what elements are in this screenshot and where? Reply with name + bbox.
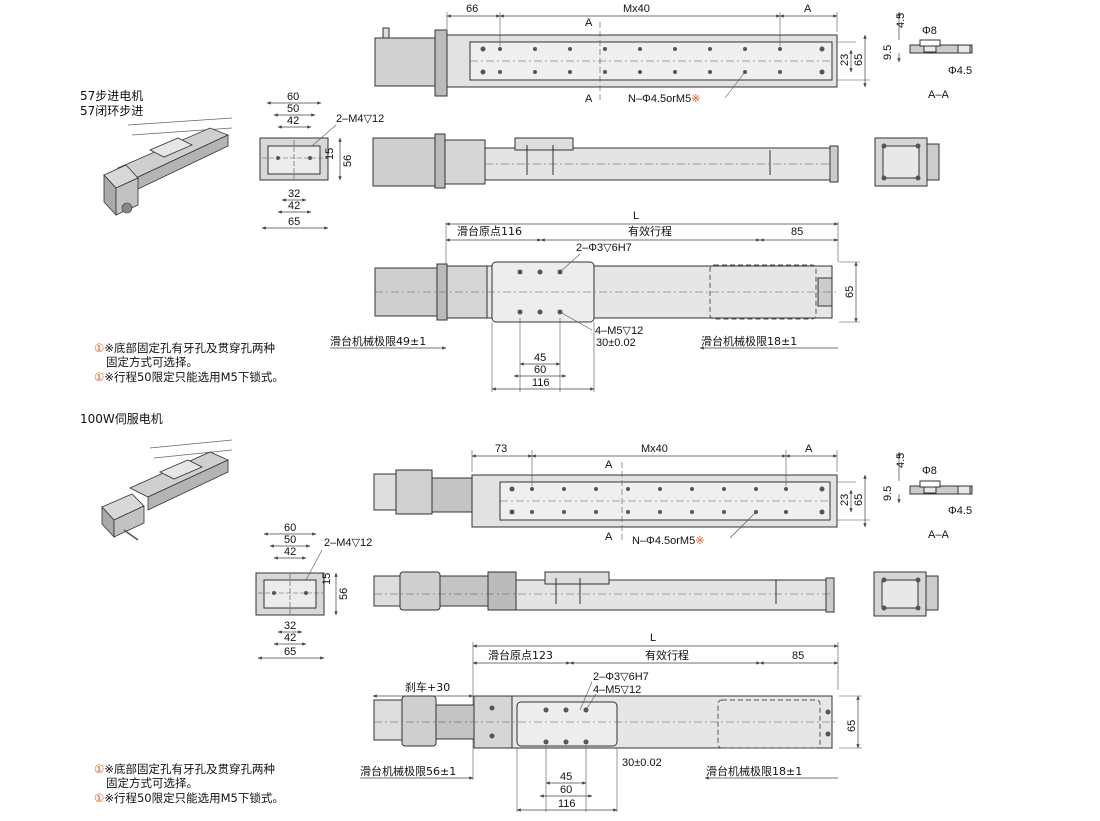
- dim-end-15-2: 15: [321, 573, 333, 585]
- dim-a-2: A: [805, 443, 813, 455]
- dim-end-42-2: 42: [284, 546, 296, 558]
- limit-left: 滑台机械极限49±1: [330, 334, 426, 348]
- side-view-2: [373, 571, 835, 613]
- dim-4-5: 4.5: [895, 13, 907, 28]
- top-view-2: 73 Mx40 A A A 23 65 N–Φ4.5orM5※: [373, 443, 870, 547]
- origin-label: 滑台原点116: [457, 224, 522, 238]
- dim-9-5: 9.5: [882, 45, 894, 60]
- dim-65-top-2: 65: [853, 494, 865, 506]
- dim-end-42b-2: 42: [284, 632, 296, 644]
- dim-plan-116-2: 116: [558, 798, 576, 810]
- dim-end-50: 50: [287, 103, 299, 115]
- m5-callout: 4–M5▽12: [595, 325, 643, 337]
- dim-plan-116: 116: [532, 377, 550, 389]
- dim-plan-60-2: 60: [560, 784, 572, 796]
- dim-plan-65-2: 65: [846, 720, 858, 732]
- product-illustration-2: [101, 439, 233, 541]
- pin-callout-2: 2–Φ3▽6H7: [593, 671, 649, 683]
- dim-23-2: 23: [839, 494, 851, 506]
- note-1b: 固定方式可选择。: [106, 355, 198, 369]
- section-100w-servo: 100W伺服电机: [80, 412, 973, 812]
- side-view-1: [372, 133, 839, 189]
- dim-end-m4-2: 2–M4▽12: [324, 537, 372, 549]
- dim-plan-60: 60: [534, 364, 546, 376]
- right-end-view-1: [874, 137, 940, 187]
- dim-phi4-5-2: Φ4.5: [948, 505, 972, 517]
- dim-plan-45: 45: [534, 352, 546, 364]
- dim-plan-30: 30±0.02: [596, 337, 636, 349]
- dim-end-60-2: 60: [284, 522, 296, 534]
- notes-2: ①※底部固定孔有牙孔及贯穿孔两种 固定方式可选择。 ①※行程50限定只能选用M5…: [94, 762, 284, 805]
- note-2: ①※行程50限定只能选用M5下锁式。: [94, 370, 284, 384]
- limit-left-2: 滑台机械极限56±1: [360, 764, 456, 778]
- section-title-1: 57步进电机: [80, 89, 143, 103]
- dim-phi8: Φ8: [922, 25, 937, 37]
- plan-view-2: L 滑台原点123 有效行程 85 刹车+30 65: [360, 632, 862, 812]
- note-2-2: ①※行程50限定只能选用M5下锁式。: [94, 791, 284, 805]
- limit-right: 滑台机械极限18±1: [701, 334, 797, 348]
- dim-end-15: 15: [324, 148, 336, 160]
- pin-callout: 2–Φ3▽6H7: [576, 242, 632, 254]
- view-label-aa: A–A: [928, 89, 949, 101]
- dim-plan-45-2: 45: [560, 771, 572, 783]
- dim-plan-85: 85: [791, 226, 803, 238]
- notes-1: ①※底部固定孔有牙孔及贯穿孔两种 固定方式可选择。 ①※行程50限定只能选用M5…: [94, 341, 284, 384]
- top-view-1: 66 Mx40 A A A 23 65 N–Φ4.5orM5※: [374, 3, 870, 105]
- dim-end-32-2: 32: [284, 620, 296, 632]
- limit-right-2: 滑台机械极限18±1: [706, 764, 802, 778]
- dim-end-65-2: 65: [284, 646, 296, 658]
- dim-end-50-2: 50: [284, 534, 296, 546]
- dim-plan-65: 65: [844, 286, 856, 298]
- end-view-2: 60 50 42 2–M4▽12 15 56 32 42 65: [255, 522, 372, 660]
- note-2-1: ①※底部固定孔有牙孔及贯穿孔两种: [94, 762, 275, 776]
- m5-callout-2: 4–M5▽12: [593, 684, 641, 696]
- hole-callout: N–Φ4.5orM5※: [628, 93, 700, 105]
- dim-end-m4: 2–M4▽12: [336, 113, 384, 125]
- dim-end-56: 56: [342, 155, 354, 167]
- section-a-bottom-2: A: [605, 531, 613, 543]
- section-title-servo: 100W伺服电机: [80, 412, 163, 426]
- plan-view-1: L 滑台原点116 有效行程 85 65 2–Φ3▽6H7 4–M5▽12: [330, 210, 860, 392]
- dim-65-top: 65: [853, 54, 865, 66]
- dim-plan-L-2: L: [650, 632, 656, 644]
- dim-9-5-2: 9.5: [882, 486, 894, 501]
- dim-end-60: 60: [287, 91, 299, 103]
- dim-end-56-2: 56: [338, 588, 350, 600]
- dim-plan-85-2: 85: [792, 650, 804, 662]
- right-end-view-2: [873, 571, 939, 617]
- section-a-top: A: [585, 17, 593, 29]
- section-57-stepper: 57步进电机 57闭环步进: [80, 3, 973, 392]
- dim-end-42: 42: [287, 115, 299, 127]
- section-aa-2: 4.5 9.5 Φ8 Φ4.5 A–A: [882, 451, 973, 541]
- dim-end-65: 65: [288, 216, 300, 228]
- dim-4-5-2: 4.5: [895, 453, 907, 468]
- view-label-aa-2: A–A: [928, 529, 949, 541]
- dim-mx40-2: Mx40: [641, 443, 668, 455]
- note-1: ①※底部固定孔有牙孔及贯穿孔两种: [94, 341, 275, 355]
- section-aa-1: 4.5 9.5 Φ8 Φ4.5 A–A: [882, 11, 973, 101]
- stroke-label-2: 有效行程: [645, 648, 689, 662]
- origin-label-2: 滑台原点123: [488, 648, 553, 662]
- dim-phi8-2: Φ8: [922, 465, 937, 477]
- dim-a: A: [804, 3, 812, 15]
- product-illustration-1: [103, 117, 233, 217]
- hole-callout-2: N–Φ4.5orM5※: [632, 535, 704, 547]
- dim-23: 23: [839, 54, 851, 66]
- brake-label: 刹车+30: [405, 680, 450, 694]
- stroke-label: 有效行程: [628, 224, 672, 238]
- note-2-1b: 固定方式可选择。: [106, 776, 198, 790]
- dim-phi4-5: Φ4.5: [948, 65, 972, 77]
- section-a-top-2: A: [605, 459, 613, 471]
- end-view-1: 60 50 42 2–M4▽12 15 56 32 42 65: [259, 91, 384, 230]
- dim-plan-30-2: 30±0.02: [622, 757, 662, 769]
- dim-mx40: Mx40: [623, 3, 650, 15]
- dim-66: 66: [466, 3, 478, 15]
- dim-plan-L: L: [633, 210, 639, 222]
- dim-end-42b: 42: [288, 200, 300, 212]
- section-a-bottom: A: [585, 93, 593, 105]
- section-title-2: 57闭环步进: [80, 104, 143, 118]
- dim-73: 73: [495, 443, 507, 455]
- dim-end-32: 32: [288, 188, 300, 200]
